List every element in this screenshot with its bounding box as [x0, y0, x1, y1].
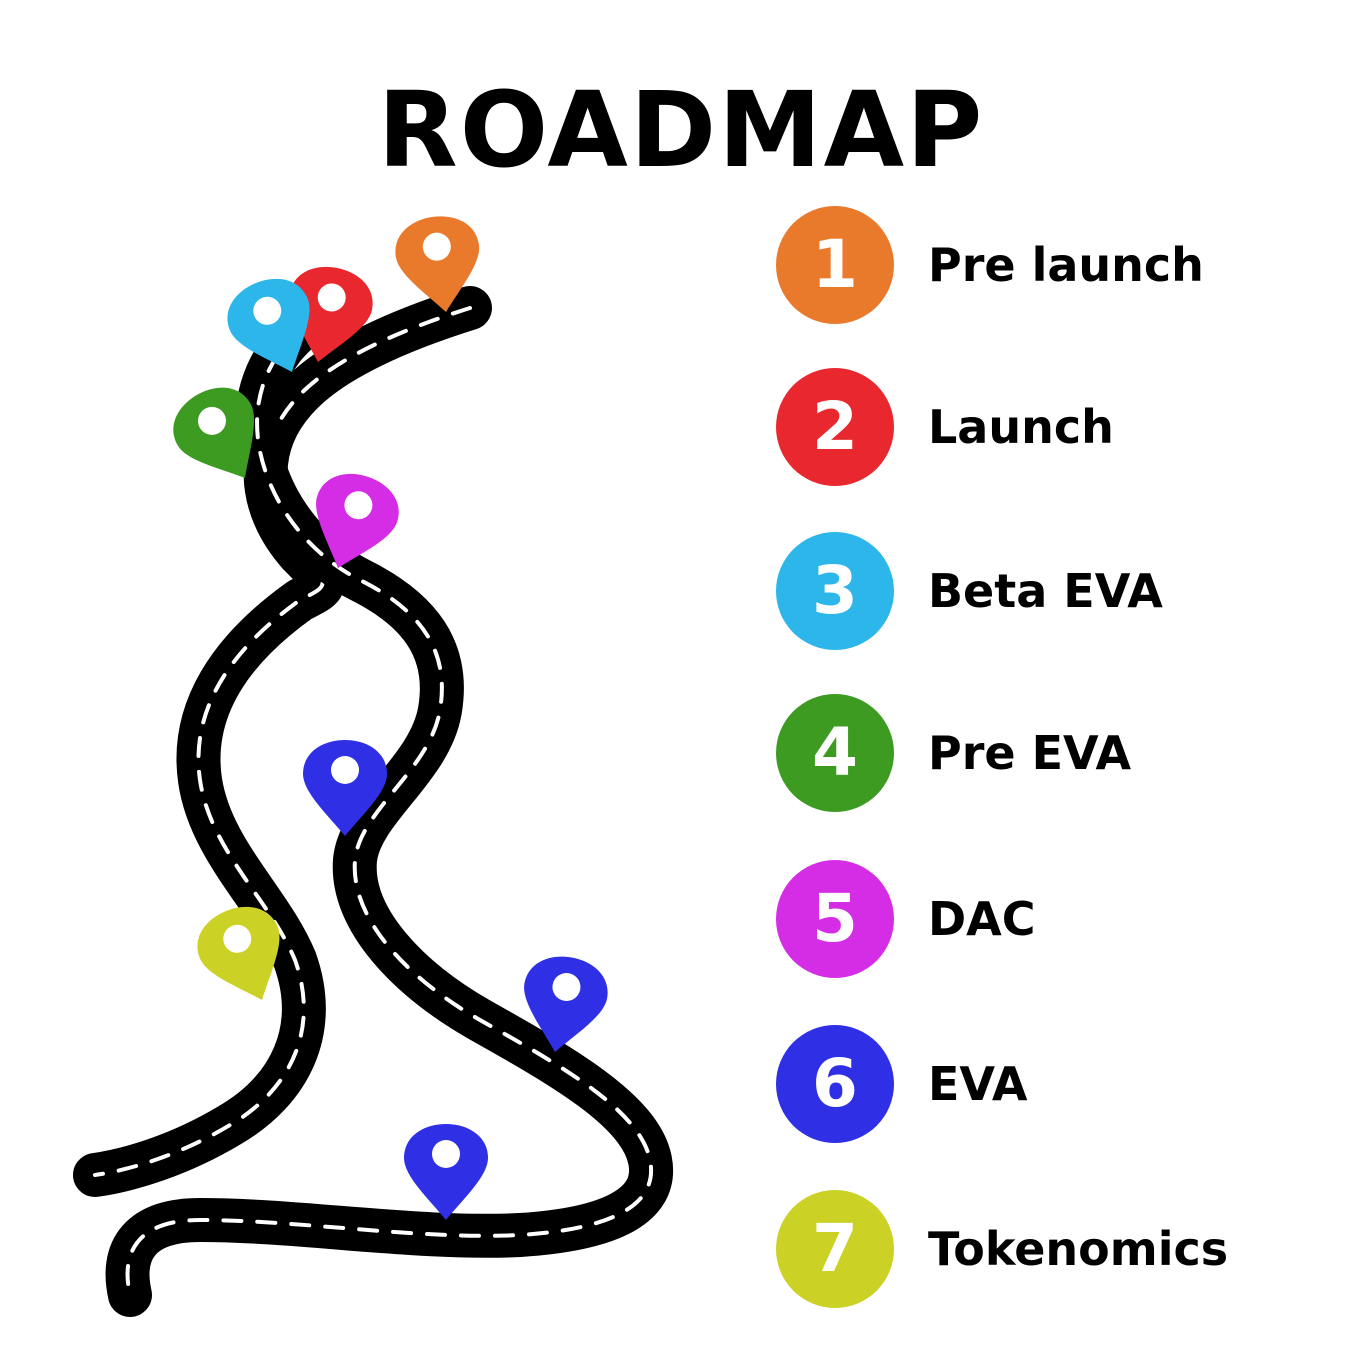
legend-item-4: 4 Pre EVA — [776, 694, 1336, 812]
stage-label: Tokenomics — [928, 1222, 1229, 1276]
roadmap-legend: 1 Pre launch 2 Launch 3 Beta EVA 4 Pre EVA 5 DAC 6… — [776, 0, 1336, 1366]
stage-label: Launch — [928, 400, 1114, 454]
map-pin-icon — [316, 473, 399, 568]
map-pin-icon — [173, 387, 254, 478]
stage-number-badge: 1 — [776, 206, 894, 324]
roadmap-title: ROADMAP — [377, 69, 985, 191]
map-pin-icon — [395, 216, 479, 312]
map-pin-icon — [227, 278, 310, 372]
stage-label: DAC — [928, 892, 1036, 946]
map-pin-icon — [303, 740, 387, 836]
stage-number-badge: 2 — [776, 368, 894, 486]
legend-item-2: 2 Launch — [776, 368, 1336, 486]
map-markers — [173, 216, 608, 1220]
legend-item-5: 5 DAC — [776, 860, 1336, 978]
map-pin-icon — [524, 956, 608, 1052]
legend-item-6: 6 EVA — [776, 1025, 1336, 1143]
stage-number-badge: 3 — [776, 532, 894, 650]
stage-number-badge: 6 — [776, 1025, 894, 1143]
road — [73, 286, 673, 1317]
stage-number-badge: 4 — [776, 694, 894, 812]
map-pin-icon — [289, 266, 373, 362]
stage-label: Pre launch — [928, 238, 1204, 292]
stage-label: Beta EVA — [928, 564, 1163, 618]
legend-item-1: 1 Pre launch — [776, 206, 1336, 324]
stage-number-badge: 7 — [776, 1190, 894, 1308]
map-pin-icon — [197, 906, 280, 1000]
legend-item-7: 7 Tokenomics — [776, 1190, 1336, 1308]
stage-number-badge: 5 — [776, 860, 894, 978]
map-pin-icon — [404, 1124, 488, 1220]
stage-label: Pre EVA — [928, 726, 1132, 780]
stage-label: EVA — [928, 1057, 1028, 1111]
legend-item-3: 3 Beta EVA — [776, 532, 1336, 650]
